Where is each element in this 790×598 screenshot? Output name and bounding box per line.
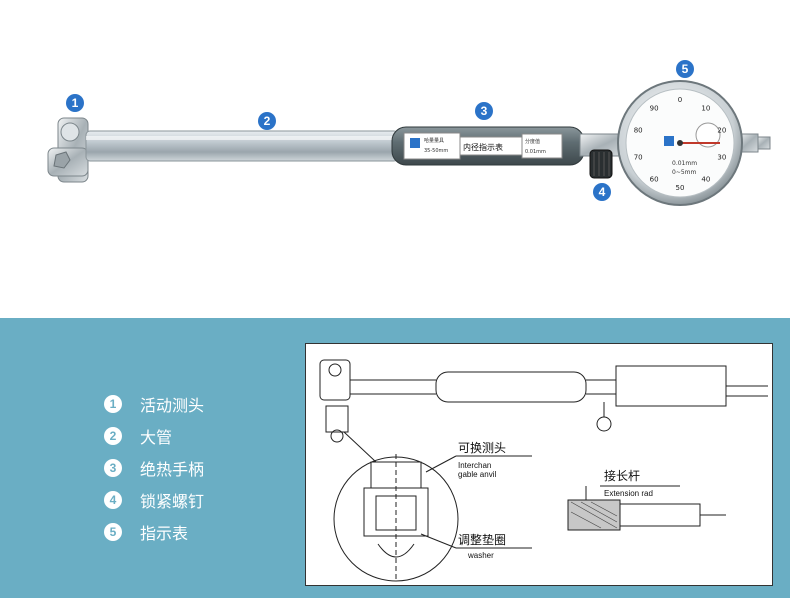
legend-item: 1 活动测头 bbox=[104, 388, 204, 420]
legend-label: 活动测头 bbox=[140, 396, 205, 415]
legend-item: 4 锁紧螺钉 bbox=[104, 484, 204, 516]
legend-item: 3 绝热手柄 bbox=[104, 452, 204, 484]
legend-number: 4 bbox=[104, 491, 122, 509]
legend-label: 大管 bbox=[140, 428, 173, 447]
dial-number: 50 bbox=[676, 184, 685, 192]
insulated-handle: 哈量量具 35-50mm 内径指示表 分度值 0.01mm bbox=[391, 126, 585, 166]
dial-indicator: 0.01mm 0~5mm 0 10 20 30 40 50 60 70 80 90 bbox=[617, 80, 771, 206]
legend-number: 5 bbox=[104, 523, 122, 541]
legend-number: 1 bbox=[104, 395, 122, 413]
dial-range: 0~5mm bbox=[672, 169, 697, 176]
dial-number: 60 bbox=[650, 176, 659, 184]
legend-label: 锁紧螺钉 bbox=[140, 492, 205, 511]
product-photo-area: 哈量量具 35-50mm 内径指示表 分度值 0.01mm 0.01mm 0 bbox=[47, 60, 771, 206]
legend-number: 3 bbox=[104, 459, 122, 477]
main-tube bbox=[85, 130, 399, 162]
legend-item: 5 指示表 bbox=[104, 516, 204, 548]
callout-badge-1: 1 bbox=[66, 94, 84, 112]
probe-head bbox=[47, 117, 89, 183]
dial-number: 80 bbox=[634, 126, 643, 134]
anvil-label-cn: 可换测头 bbox=[458, 441, 506, 455]
handle-resolution: 0.01mm bbox=[525, 149, 546, 155]
dial-number: 0 bbox=[678, 96, 682, 104]
rod-label-cn: 接长杆 bbox=[604, 468, 640, 483]
legend-label: 指示表 bbox=[140, 524, 189, 543]
dial-number: 10 bbox=[701, 104, 710, 112]
legend-item: 2 大管 bbox=[104, 420, 204, 452]
locking-screw bbox=[589, 149, 613, 179]
legend-number: 2 bbox=[104, 427, 122, 445]
legend-label: 绝热手柄 bbox=[140, 460, 205, 479]
parts-legend: 1 活动测头 2 大管 3 绝热手柄 4 锁紧螺钉 5 指示表 bbox=[104, 388, 204, 548]
callout-badge-3: 3 bbox=[475, 102, 493, 120]
dial-number: 90 bbox=[650, 104, 659, 112]
gauge-photo: 哈量量具 35-50mm 内径指示表 分度值 0.01mm 0.01mm 0 bbox=[47, 80, 771, 206]
callout-badge-2: 2 bbox=[258, 112, 276, 130]
dial-graduation: 0.01mm bbox=[672, 160, 697, 167]
handle-brand: 哈量量具 bbox=[424, 137, 444, 144]
handle-range: 35-50mm bbox=[424, 148, 448, 154]
callout-badge-5: 5 bbox=[676, 60, 694, 78]
callout-badge-4: 4 bbox=[593, 183, 611, 201]
washer-label-cn: 调整垫圈 bbox=[458, 532, 506, 547]
handle-name: 内径指示表 bbox=[463, 142, 503, 152]
dial-number: 40 bbox=[701, 176, 710, 184]
dial-number: 20 bbox=[717, 126, 726, 134]
dial-number: 70 bbox=[634, 154, 643, 162]
washer-label-en: washer bbox=[467, 551, 494, 560]
handle-resolution-label: 分度值 bbox=[525, 138, 540, 145]
rod-label-en: Extension rad bbox=[604, 489, 653, 498]
dial-number: 30 bbox=[717, 154, 726, 162]
